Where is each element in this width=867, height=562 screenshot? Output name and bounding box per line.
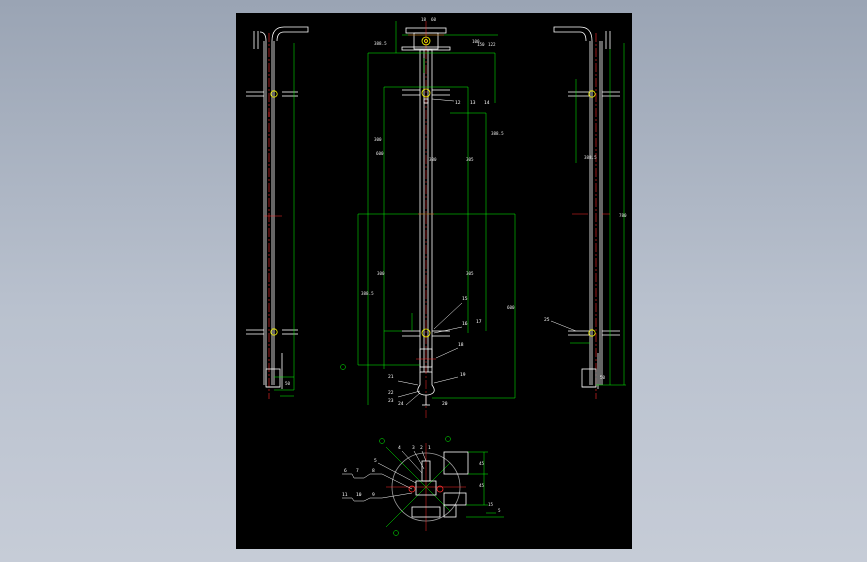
detail-circle-b bbox=[445, 436, 451, 442]
detail-circle-a bbox=[379, 438, 385, 444]
detail-dim-1: 45 bbox=[479, 461, 485, 466]
cad-drawing: 50 bbox=[246, 17, 627, 536]
center-top-dim-4: 122 bbox=[488, 42, 496, 47]
center-top-dim-2: 60 bbox=[431, 17, 437, 22]
front-leaders bbox=[397, 98, 463, 406]
part-label-25: 25 bbox=[544, 317, 550, 323]
part-label-15: 15 bbox=[462, 296, 468, 302]
left-dim-label: 50 bbox=[285, 381, 291, 386]
detail-view bbox=[385, 443, 469, 531]
detail-label-5: 5 bbox=[374, 458, 377, 464]
drawing-sheet: 50 bbox=[236, 13, 632, 549]
detail-dim-4: 5 bbox=[498, 508, 501, 513]
part-label-20: 20 bbox=[442, 401, 448, 407]
part-label-17: 17 bbox=[476, 319, 482, 325]
right-dimensions bbox=[570, 43, 626, 386]
right-bottom-dim: 50 bbox=[600, 375, 606, 380]
front-vdim-8: 388.5 bbox=[361, 291, 374, 296]
center-top-dim-3: 150 bbox=[477, 42, 485, 47]
detail-label-9: 9 bbox=[372, 492, 375, 498]
detail-label-1: 1 bbox=[428, 445, 431, 451]
detail-label-10: 10 bbox=[356, 492, 362, 498]
front-vdim-1: 388.5 bbox=[374, 41, 387, 46]
front-vdim-7: 300 bbox=[377, 271, 385, 276]
part-label-13: 13 bbox=[470, 100, 476, 106]
detail-dim-2: 45 bbox=[479, 483, 485, 488]
part-label-16: 16 bbox=[462, 321, 468, 327]
part-label-23: 23 bbox=[388, 398, 394, 404]
part-label-22: 22 bbox=[388, 390, 394, 396]
detail-leaders bbox=[342, 450, 427, 502]
front-vdim-3: 300 bbox=[374, 137, 382, 142]
leader-25 bbox=[550, 320, 577, 332]
right-side-dim-1: 388.5 bbox=[584, 155, 597, 160]
detail-label-8: 8 bbox=[372, 468, 375, 474]
detail-label-6: 6 bbox=[344, 468, 347, 474]
center-top-dim-5: 100 bbox=[472, 39, 480, 44]
part-label-12: 12 bbox=[455, 100, 461, 106]
detail-label-7: 7 bbox=[356, 468, 359, 474]
detail-label-4: 4 bbox=[398, 445, 401, 451]
front-dimensions bbox=[357, 21, 516, 405]
detail-label-3: 3 bbox=[412, 445, 415, 451]
detail-label-2: 2 bbox=[420, 445, 423, 451]
detail-dimensions bbox=[466, 451, 504, 518]
part-label-24: 24 bbox=[398, 401, 404, 407]
front-center-marks bbox=[408, 34, 444, 360]
datum-circle-a bbox=[340, 364, 346, 370]
center-top-dim-1: 18 bbox=[421, 17, 427, 22]
part-label-18: 18 bbox=[458, 342, 464, 348]
front-view bbox=[401, 21, 451, 418]
part-label-14: 14 bbox=[484, 100, 490, 106]
front-vdim-6: 305 bbox=[466, 157, 474, 162]
front-vdim-5: 300 bbox=[429, 157, 437, 162]
detail-circle-c bbox=[393, 530, 399, 536]
part-label-19: 19 bbox=[460, 372, 466, 378]
right-side-dim-2: 780 bbox=[619, 213, 627, 218]
front-vdim-2: 600 bbox=[376, 151, 384, 156]
right-side-view bbox=[553, 26, 620, 399]
part-label-21: 21 bbox=[388, 374, 394, 380]
left-side-view bbox=[246, 26, 309, 399]
detail-dim-3: 15 bbox=[488, 502, 494, 507]
front-vdim-10: 305 bbox=[466, 271, 474, 276]
left-dimensions bbox=[274, 43, 295, 397]
front-vdim-4: 388.5 bbox=[491, 131, 504, 136]
front-vdim-9: 600 bbox=[507, 305, 515, 310]
detail-label-11: 11 bbox=[342, 492, 348, 498]
